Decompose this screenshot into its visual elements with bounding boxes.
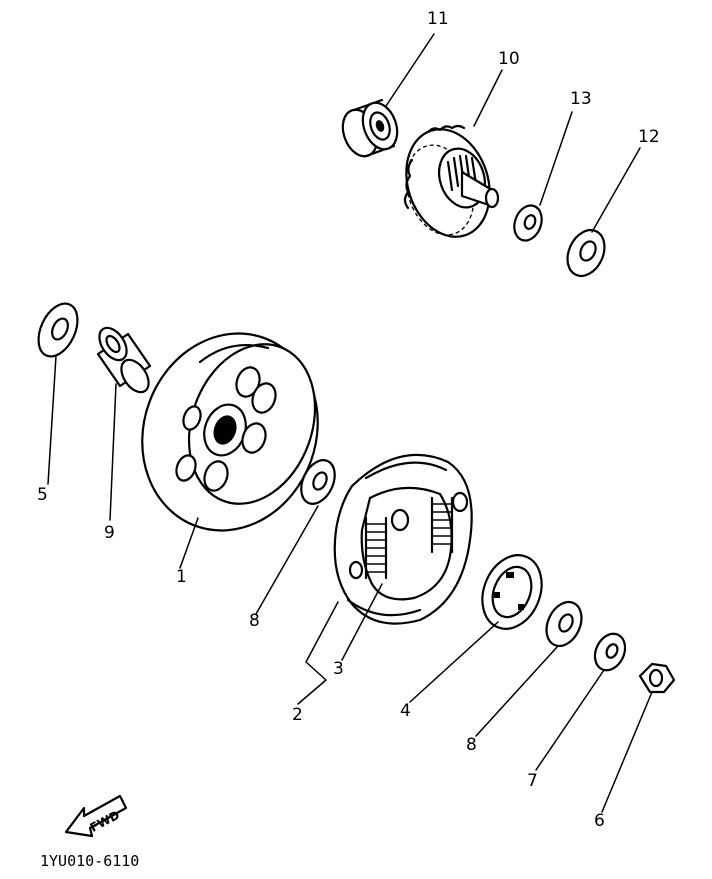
- part-8-washer-lower: [545, 600, 583, 648]
- part-9-collar: [96, 326, 152, 394]
- leader-lines: [47, 33, 653, 813]
- part-12-washer: [566, 228, 606, 278]
- callout-13: 13: [570, 89, 592, 109]
- fwd-arrow-icon: FWD: [64, 794, 128, 838]
- part-1-clutch-housing: [141, 332, 319, 532]
- callout-labels: 11 10 13 12 5 9 1 8 3 2 4 8 7 6: [37, 9, 660, 831]
- callout-9: 9: [104, 523, 115, 543]
- callout-7: 7: [527, 771, 538, 791]
- callout-12: 12: [638, 127, 660, 147]
- callout-6: 6: [594, 811, 605, 831]
- callout-10: 10: [498, 49, 520, 69]
- callout-8-lower: 8: [466, 735, 477, 755]
- callout-4: 4: [400, 701, 411, 721]
- part-13-washer: [513, 204, 543, 242]
- part-6-nut: [638, 662, 676, 694]
- part-7-washer: [593, 632, 627, 672]
- callout-2: 2: [292, 705, 303, 725]
- part-11-bearing: [341, 98, 399, 158]
- callout-1: 1: [176, 567, 187, 587]
- callout-11: 11: [427, 9, 449, 29]
- drawing-code: 1YU010-6110: [40, 852, 139, 870]
- callout-5: 5: [37, 485, 48, 505]
- part-5-washer: [37, 302, 79, 358]
- callout-3: 3: [333, 659, 344, 679]
- callout-8-upper: 8: [249, 611, 260, 631]
- part-8-washer-upper: [300, 459, 336, 505]
- part-10-gear: [403, 124, 500, 238]
- part-3-springs: [364, 496, 454, 580]
- part-4-plate: [481, 554, 543, 630]
